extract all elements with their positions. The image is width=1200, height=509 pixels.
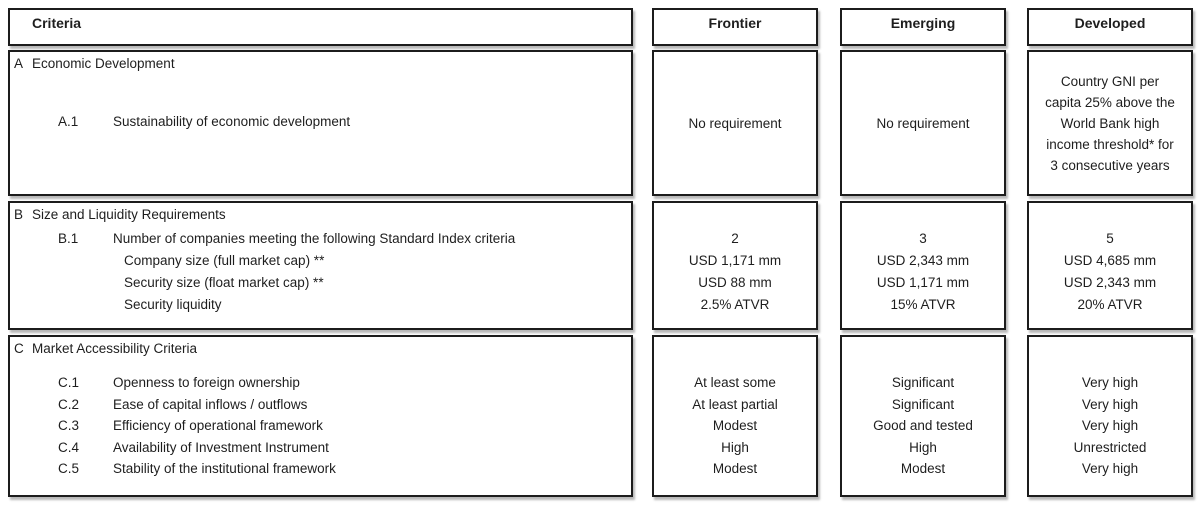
developed-c-values: Very high Very high Very high Unrestrict… (1029, 372, 1191, 480)
value-line: Very high (1081, 396, 1139, 412)
criterion-code: C.2 (58, 396, 80, 412)
criteria-column: Criteria A Economic Development A.1 Sust… (8, 0, 633, 509)
frontier-header-cell: Frontier (652, 8, 818, 46)
value-line: 2.5% ATVR (700, 297, 770, 312)
criterion-row-c1: C.1 Openness to foreign ownership (10, 372, 631, 394)
value-line: USD 4,685 mm (1063, 253, 1157, 268)
developed-section-b-cell: 5 USD 4,685 mm USD 2,343 mm 20% ATVR (1027, 201, 1193, 330)
criterion-row-c3: C.3 Efficiency of operational framework (10, 415, 631, 437)
value-line: Significant (891, 396, 955, 412)
criterion-subrow-company-size: Company size (full market cap) ** (124, 253, 325, 268)
criterion-label: Sustainability of economic development (113, 114, 351, 129)
criteria-header-label: Criteria (32, 15, 82, 31)
value-line: USD 2,343 mm (1063, 275, 1157, 290)
value-line: USD 2,343 mm (876, 253, 970, 268)
developed-b-values: 5 USD 4,685 mm USD 2,343 mm 20% ATVR (1029, 228, 1191, 316)
value-line: Modest (712, 461, 758, 476)
value-line: Unrestricted (1073, 439, 1147, 455)
value-line: Very high (1081, 461, 1139, 476)
criterion-subrow-security-size: Security size (float market cap) ** (124, 275, 324, 290)
section-c-rows: C.1 Openness to foreign ownership C.2 Ea… (10, 372, 631, 480)
developed-a-value: Country GNI per capita 25% above the Wor… (1045, 73, 1175, 173)
value-line: 2 (731, 231, 739, 246)
emerging-header-label: Emerging (890, 15, 956, 31)
section-c-heading: C Market Accessibility Criteria (10, 341, 631, 359)
criterion-row-c4: C.4 Availability of Investment Instrumen… (10, 437, 631, 459)
criterion-row-c5: C.5 Stability of the institutional frame… (10, 458, 631, 480)
developed-section-a-cell: Country GNI per capita 25% above the Wor… (1027, 50, 1193, 196)
section-a-letter: A (14, 56, 24, 71)
frontier-c-values: At least some At least partial Modest Hi… (654, 372, 816, 480)
criterion-row-b1: B.1 Number of companies meeting the foll… (10, 228, 631, 250)
criterion-code: C.5 (58, 461, 80, 476)
criterion-row-a1: A.1 Sustainability of economic developme… (10, 114, 631, 134)
emerging-header-cell: Emerging (840, 8, 1006, 46)
value-line: 15% ATVR (890, 297, 956, 312)
value-line: At least partial (692, 396, 778, 412)
emerging-section-c-cell: Significant Significant Good and tested … (840, 335, 1006, 497)
emerging-c-values: Significant Significant Good and tested … (842, 372, 1004, 480)
section-a-heading: A Economic Development (10, 56, 631, 74)
criterion-label: Number of companies meeting the followin… (113, 231, 516, 246)
section-b-title: Size and Liquidity Requirements (32, 207, 226, 222)
frontier-a-value: No requirement (688, 115, 782, 131)
value-line: Good and tested (873, 418, 973, 433)
value-line: Significant (891, 375, 955, 390)
emerging-section-a-cell: No requirement (840, 50, 1006, 196)
developed-header-cell: Developed (1027, 8, 1193, 46)
section-a-title: Economic Development (32, 56, 175, 71)
value-line: USD 1,171 mm (876, 275, 970, 290)
value-line: 20% ATVR (1077, 297, 1143, 312)
criterion-label: Availability of Investment Instrument (113, 439, 329, 455)
emerging-a-value: No requirement (876, 115, 970, 131)
value-line: High (721, 439, 749, 455)
developed-header-label: Developed (1074, 15, 1146, 31)
value-line: 5 (1106, 231, 1114, 246)
value-line: Very high (1081, 375, 1139, 390)
frontier-b-values: 2 USD 1,171 mm USD 88 mm 2.5% ATVR (654, 228, 816, 316)
criterion-label: Stability of the institutional framework (113, 461, 336, 476)
emerging-column: Emerging No requirement 3 USD 2,343 mm U… (840, 0, 1006, 509)
emerging-section-b-cell: 3 USD 2,343 mm USD 1,171 mm 15% ATVR (840, 201, 1006, 330)
value-line: Very high (1081, 418, 1139, 433)
section-b-criteria-cell: B Size and Liquidity Requirements B.1 Nu… (8, 201, 633, 330)
criterion-code: A.1 (58, 114, 79, 129)
value-line: At least some (694, 375, 776, 390)
value-line: Modest (900, 461, 946, 476)
value-line: USD 88 mm (698, 275, 772, 290)
criterion-code: B.1 (58, 231, 79, 246)
frontier-column: Frontier No requirement 2 USD 1,171 mm U… (652, 0, 818, 509)
value-line: USD 1,171 mm (688, 253, 782, 268)
section-b-heading: B Size and Liquidity Requirements (10, 207, 631, 225)
value-line: High (909, 439, 937, 455)
criterion-code: C.3 (58, 418, 80, 433)
section-c-title: Market Accessibility Criteria (32, 341, 198, 356)
value-line: 3 (919, 231, 927, 246)
criteria-header-cell: Criteria (8, 8, 633, 46)
criterion-label: Openness to foreign ownership (113, 375, 300, 390)
section-a-criteria-cell: A Economic Development A.1 Sustainabilit… (8, 50, 633, 196)
criterion-label: Efficiency of operational framework (113, 418, 323, 433)
frontier-section-a-cell: No requirement (652, 50, 818, 196)
section-b-rows: B.1 Number of companies meeting the foll… (10, 228, 631, 316)
criterion-subrow-security-liquidity: Security liquidity (124, 297, 222, 312)
section-c-letter: C (14, 341, 24, 356)
criterion-code: C.1 (58, 375, 80, 390)
developed-column: Developed Country GNI per capita 25% abo… (1027, 0, 1193, 509)
section-b-letter: B (14, 207, 24, 222)
developed-section-c-cell: Very high Very high Very high Unrestrict… (1027, 335, 1193, 497)
value-line: Modest (712, 418, 758, 433)
criterion-label: Ease of capital inflows / outflows (113, 396, 308, 412)
frontier-header-label: Frontier (708, 15, 762, 31)
criterion-code: C.4 (58, 439, 80, 455)
frontier-section-c-cell: At least some At least partial Modest Hi… (652, 335, 818, 497)
section-c-criteria-cell: C Market Accessibility Criteria C.1 Open… (8, 335, 633, 497)
criterion-row-c2: C.2 Ease of capital inflows / outflows (10, 394, 631, 416)
emerging-b-values: 3 USD 2,343 mm USD 1,171 mm 15% ATVR (842, 228, 1004, 316)
frontier-section-b-cell: 2 USD 1,171 mm USD 88 mm 2.5% ATVR (652, 201, 818, 330)
